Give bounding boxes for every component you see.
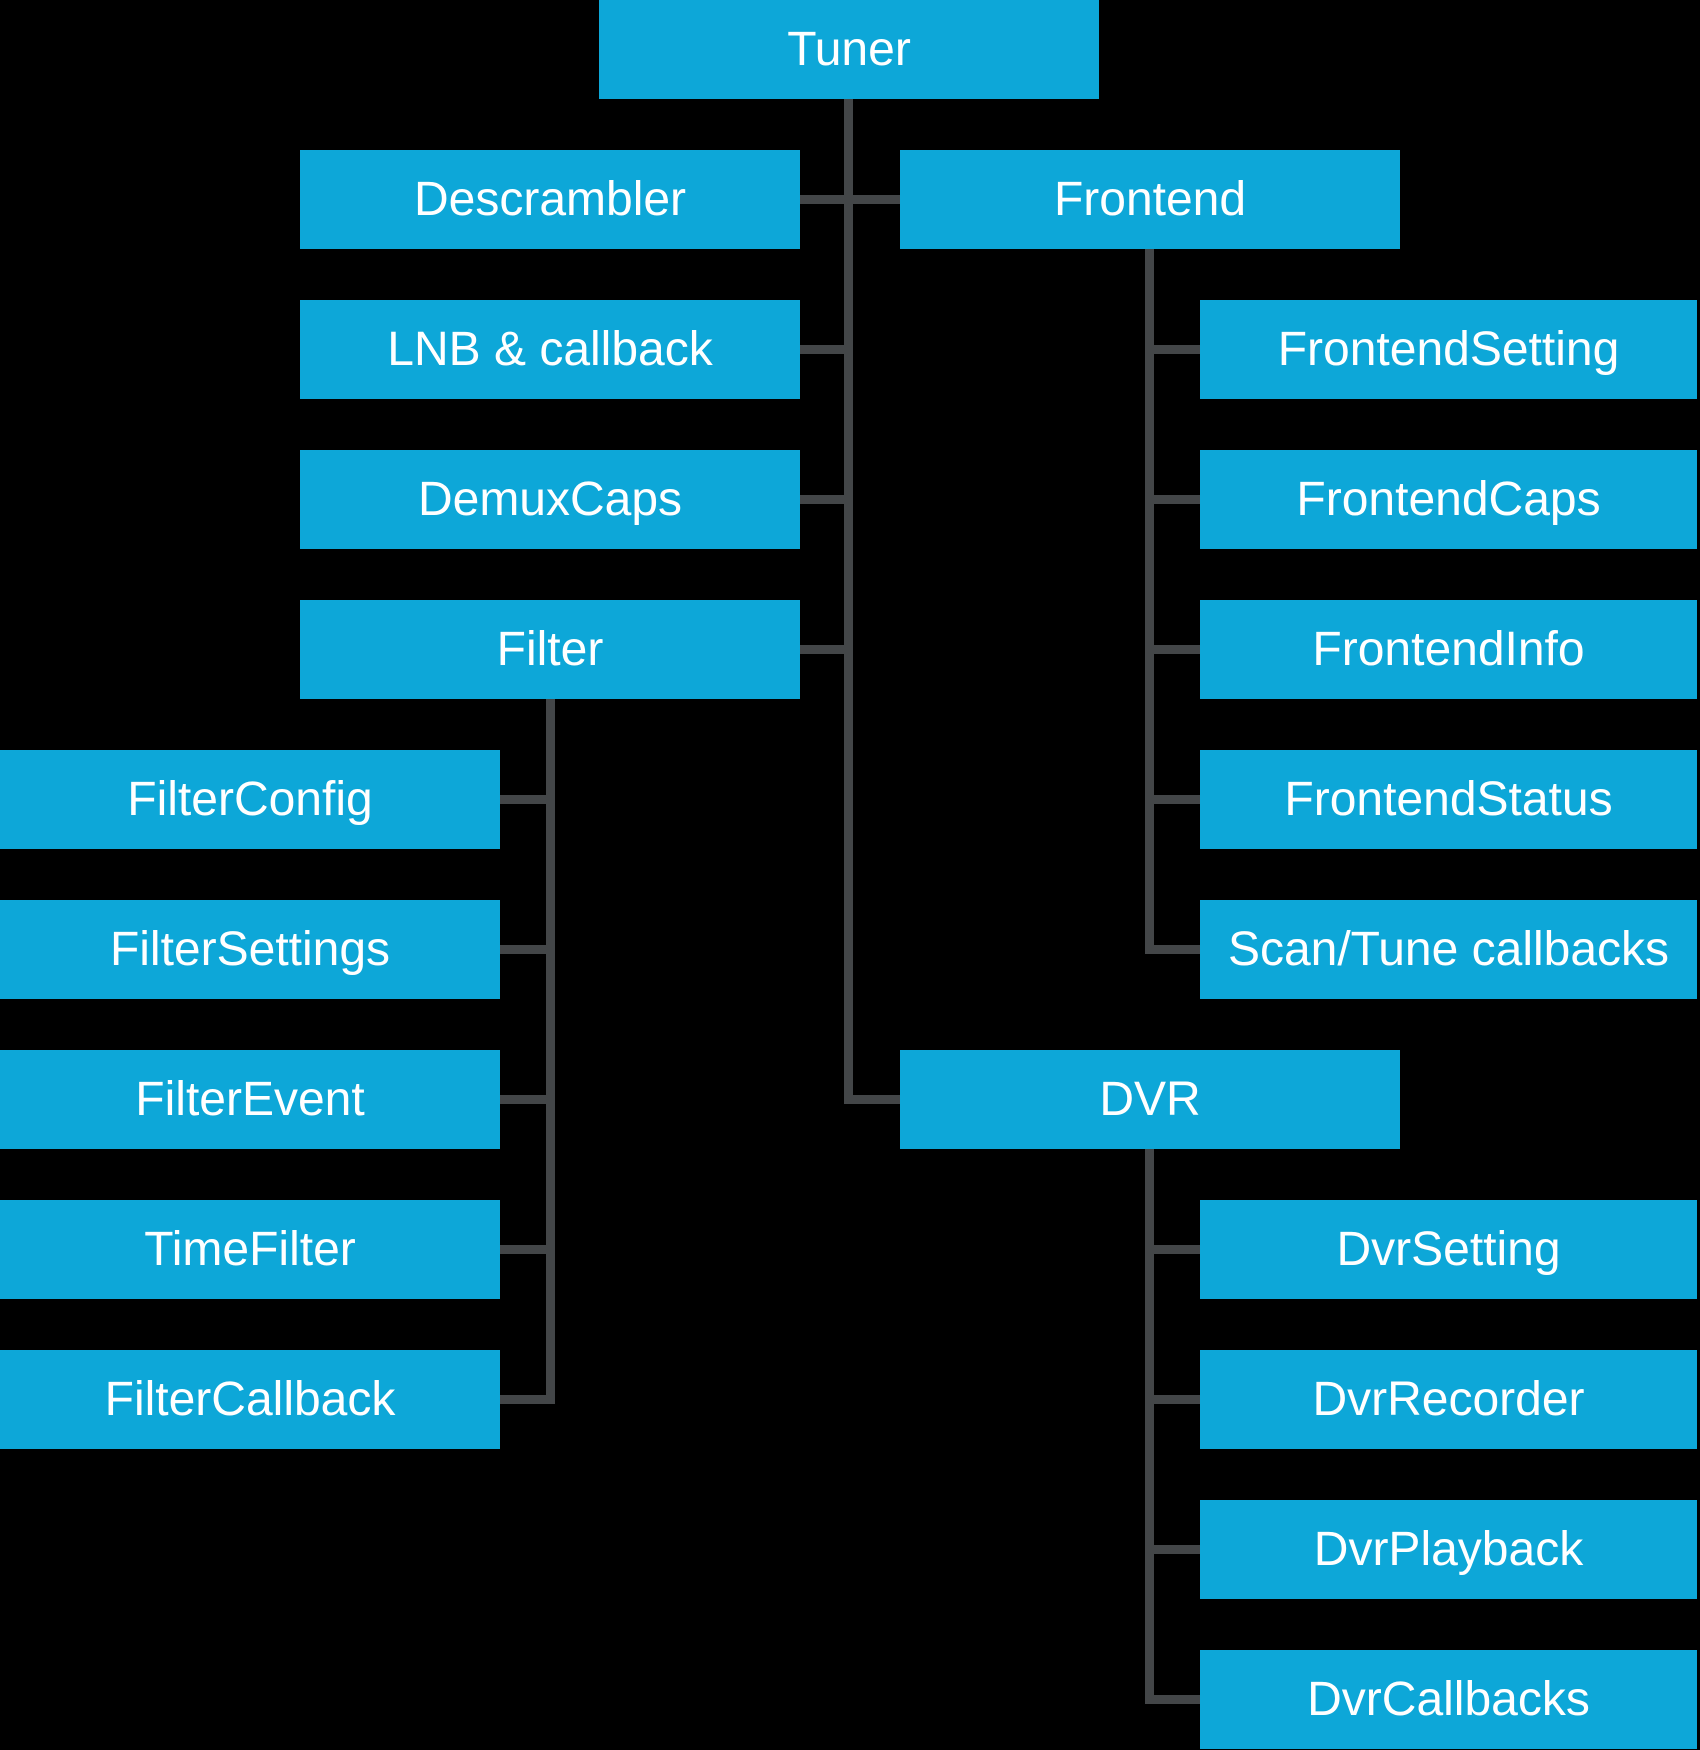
connector-tuner-trunk	[844, 99, 853, 1104]
connector-scantune	[1150, 945, 1200, 954]
node-frontendcaps: FrontendCaps	[1200, 450, 1697, 549]
node-filtercallback: FilterCallback	[0, 1350, 500, 1449]
node-dvrplayback: DvrPlayback	[1200, 1500, 1697, 1599]
connector-timefilter	[500, 1245, 555, 1254]
connector-demuxcaps	[800, 495, 853, 504]
node-frontendinfo: FrontendInfo	[1200, 600, 1697, 699]
connector-filter	[800, 645, 853, 654]
connector-descrambler-frontend	[800, 195, 900, 204]
node-scantune-callbacks: Scan/Tune callbacks	[1200, 900, 1697, 999]
connector-dvrcallbacks	[1150, 1695, 1200, 1704]
connector-filterconfig	[500, 795, 555, 804]
node-dvrsetting: DvrSetting	[1200, 1200, 1697, 1299]
connector-lnb	[800, 345, 853, 354]
node-tuner: Tuner	[599, 0, 1099, 99]
node-timefilter: TimeFilter	[0, 1200, 500, 1299]
node-lnb-callback: LNB & callback	[300, 300, 800, 399]
connector-filtersettings	[500, 945, 555, 954]
node-filterevent: FilterEvent	[0, 1050, 500, 1149]
connector-filter-trunk	[546, 699, 555, 1404]
connector-filtercallback	[500, 1395, 555, 1404]
node-frontendsetting: FrontendSetting	[1200, 300, 1697, 399]
node-dvrrecorder: DvrRecorder	[1200, 1350, 1697, 1449]
connector-frontend-trunk	[1145, 249, 1154, 954]
node-descrambler: Descrambler	[300, 150, 800, 249]
connector-dvrrecorder	[1150, 1395, 1200, 1404]
connector-dvrplayback	[1150, 1545, 1200, 1554]
connector-dvr-elbow	[844, 1095, 900, 1104]
node-filter: Filter	[300, 600, 800, 699]
connector-filterevent	[500, 1095, 555, 1104]
node-dvrcallbacks: DvrCallbacks	[1200, 1650, 1697, 1749]
node-filterconfig: FilterConfig	[0, 750, 500, 849]
node-frontend: Frontend	[900, 150, 1400, 249]
node-dvr: DVR	[900, 1050, 1400, 1149]
node-demuxcaps: DemuxCaps	[300, 450, 800, 549]
connector-frontendstatus	[1150, 795, 1200, 804]
connector-frontendsetting	[1150, 345, 1200, 354]
node-frontendstatus: FrontendStatus	[1200, 750, 1697, 849]
connector-dvr-trunk	[1145, 1149, 1154, 1704]
connector-frontendcaps	[1150, 495, 1200, 504]
connector-dvrsetting	[1150, 1245, 1200, 1254]
node-filtersettings: FilterSettings	[0, 900, 500, 999]
connector-frontendinfo	[1150, 645, 1200, 654]
